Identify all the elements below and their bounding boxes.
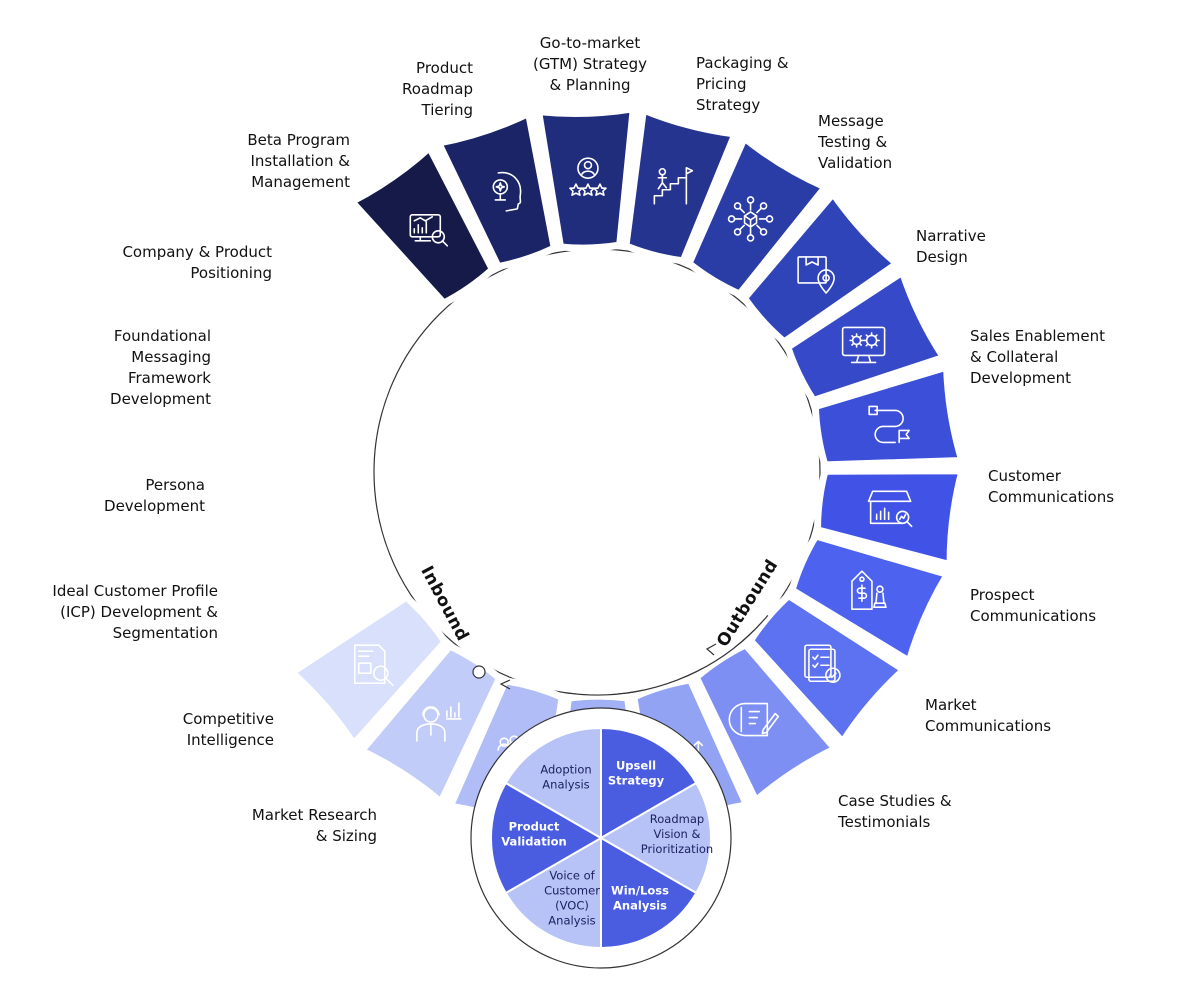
segment-wedge (811, 362, 967, 469)
segment-label: Ideal Customer Profile(ICP) Development … (52, 582, 218, 642)
segment-wedge (346, 142, 497, 308)
segment-wedge (691, 640, 841, 807)
start-node (472, 665, 486, 679)
pie-slice-4 (504, 836, 602, 950)
price-tag-chess-icon (851, 570, 887, 611)
segment-16 (355, 641, 504, 808)
storefront-chart-icon (867, 490, 913, 528)
pie-slice-5 (490, 781, 604, 895)
ideal-customer-profile-icon (569, 157, 607, 196)
pie-slice-3 (600, 836, 698, 950)
segment-wedge (740, 187, 903, 347)
segment-5 (684, 132, 831, 299)
market-research-icon (409, 213, 449, 247)
segment-7 (783, 266, 949, 405)
outbound-arrow (565, 614, 769, 696)
segment-11 (746, 591, 910, 748)
segment-8 (811, 362, 967, 469)
outbound-arrowhead-2 (705, 643, 717, 656)
segment-wedge (787, 531, 953, 667)
case-study-doc-icon (353, 644, 394, 687)
segment-17 (286, 592, 450, 750)
segment-6 (740, 187, 903, 347)
pie-slice-6 (504, 726, 602, 840)
competitive-intelligence-icon (492, 171, 522, 212)
segment-2 (433, 108, 559, 271)
pie-slice-2 (598, 781, 712, 895)
monitor-gears-icon (841, 326, 886, 364)
segment-4 (622, 104, 740, 265)
cycle-ring (373, 248, 821, 696)
network-hub-icon (727, 196, 774, 242)
presenter-chart-icon (416, 702, 462, 742)
segment-3 (534, 104, 638, 252)
segment-wedge (433, 108, 559, 271)
segment-12 (691, 640, 841, 807)
segment-wedge (286, 592, 450, 750)
segment-10 (787, 531, 953, 667)
segment-9 (814, 467, 967, 570)
segment-label: Go-to-market(GTM) Strategy& Planning (533, 34, 647, 94)
pie-slice-1 (600, 726, 698, 840)
checklist-check-icon (804, 644, 841, 684)
persona-growth-icon (653, 166, 694, 205)
roadmap-path-icon (868, 405, 910, 444)
segment-wedge (746, 591, 910, 748)
storyboard-pen-icon (728, 702, 780, 737)
segment-label: Case Studies &Testimonials (837, 792, 952, 831)
segment-1 (346, 142, 497, 308)
outbound-arrowhead (499, 679, 511, 690)
segment-wedge (814, 467, 967, 570)
segment-wedge (622, 104, 740, 265)
segment-label: Market Research& Sizing (252, 806, 377, 845)
segment-wedge (783, 266, 949, 405)
product-box-pin-icon (797, 256, 835, 294)
